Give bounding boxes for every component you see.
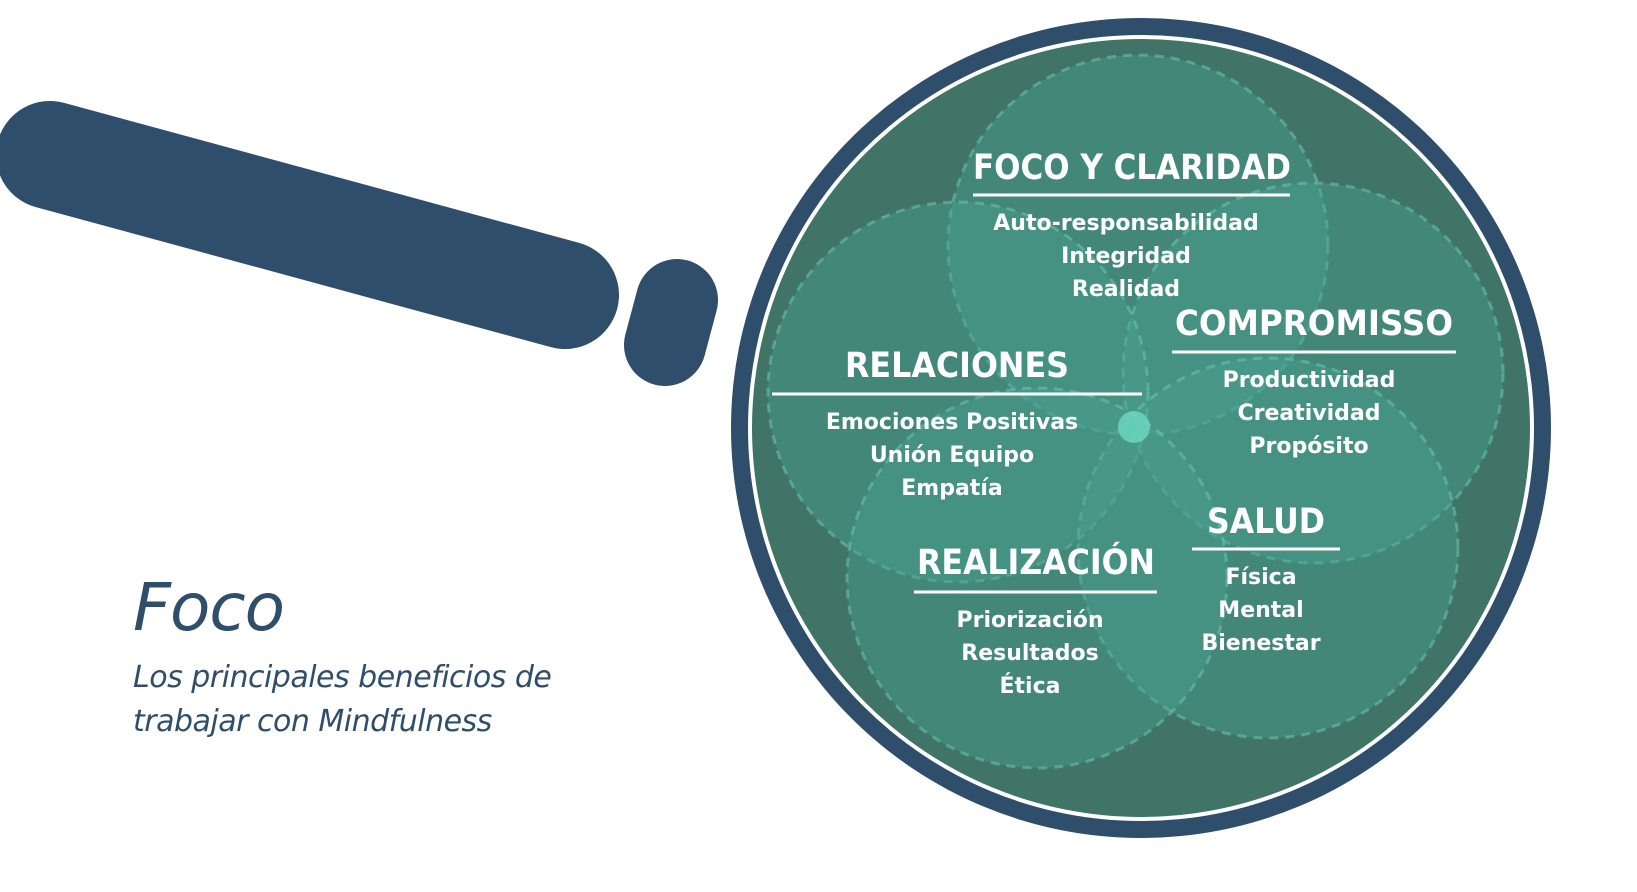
group-salud: SALUD Física Mental Bienestar [1192,502,1340,656]
group-item: Productividad [1223,368,1396,393]
petal-circle-right [1121,181,1505,565]
magnifier-handle-connector [624,259,718,386]
caption-block: Foco Los principales beneficios de traba… [133,569,552,744]
group-relaciones: RELACIONES Emociones Positivas Unión Equ… [772,346,1142,501]
caption-subtitle-line: Los principales beneficios de [133,660,552,695]
group-item: Física [1225,565,1296,590]
group-item: Creatividad [1237,401,1380,426]
group-title: SALUD [1207,502,1325,542]
group-item: Empatía [901,476,1002,501]
petal-circle-left [766,200,1150,584]
group-realizacion: REALIZACIÓN Priorización Resultados Étic… [914,541,1157,699]
group-item: Priorización [956,608,1103,633]
group-item: Propósito [1249,434,1368,459]
group-item: Bienestar [1201,631,1320,656]
group-title: RELACIONES [845,346,1069,386]
group-title: COMPROMISSO [1175,304,1453,344]
group-item: Emociones Positivas [826,410,1078,435]
magnifier-handle [0,101,619,349]
group-item: Unión Equipo [870,443,1034,468]
caption-title: Foco [133,569,285,646]
group-item: Resultados [961,641,1098,666]
caption-subtitle: Los principales beneficios de trabajar c… [133,656,552,744]
group-foco-y-claridad: FOCO Y CLARIDAD Auto-responsabilidad Int… [973,148,1291,302]
group-compromisso: COMPROMISSO Productividad Creatividad Pr… [1172,304,1456,459]
group-title: REALIZACIÓN [917,541,1155,583]
group-item: Ética [1000,673,1061,699]
group-item: Mental [1218,598,1303,623]
group-item: Integridad [1061,244,1191,269]
petal-circle-bottom-left [845,386,1229,770]
group-item: Realidad [1072,277,1180,302]
center-glow [1118,411,1150,443]
group-item: Auto-responsabilidad [993,211,1259,236]
group-title: FOCO Y CLARIDAD [973,148,1291,188]
petal-circle-top [946,53,1330,437]
petal-circles [766,53,1505,770]
caption-subtitle-line: trabajar con Mindfulness [133,704,492,739]
